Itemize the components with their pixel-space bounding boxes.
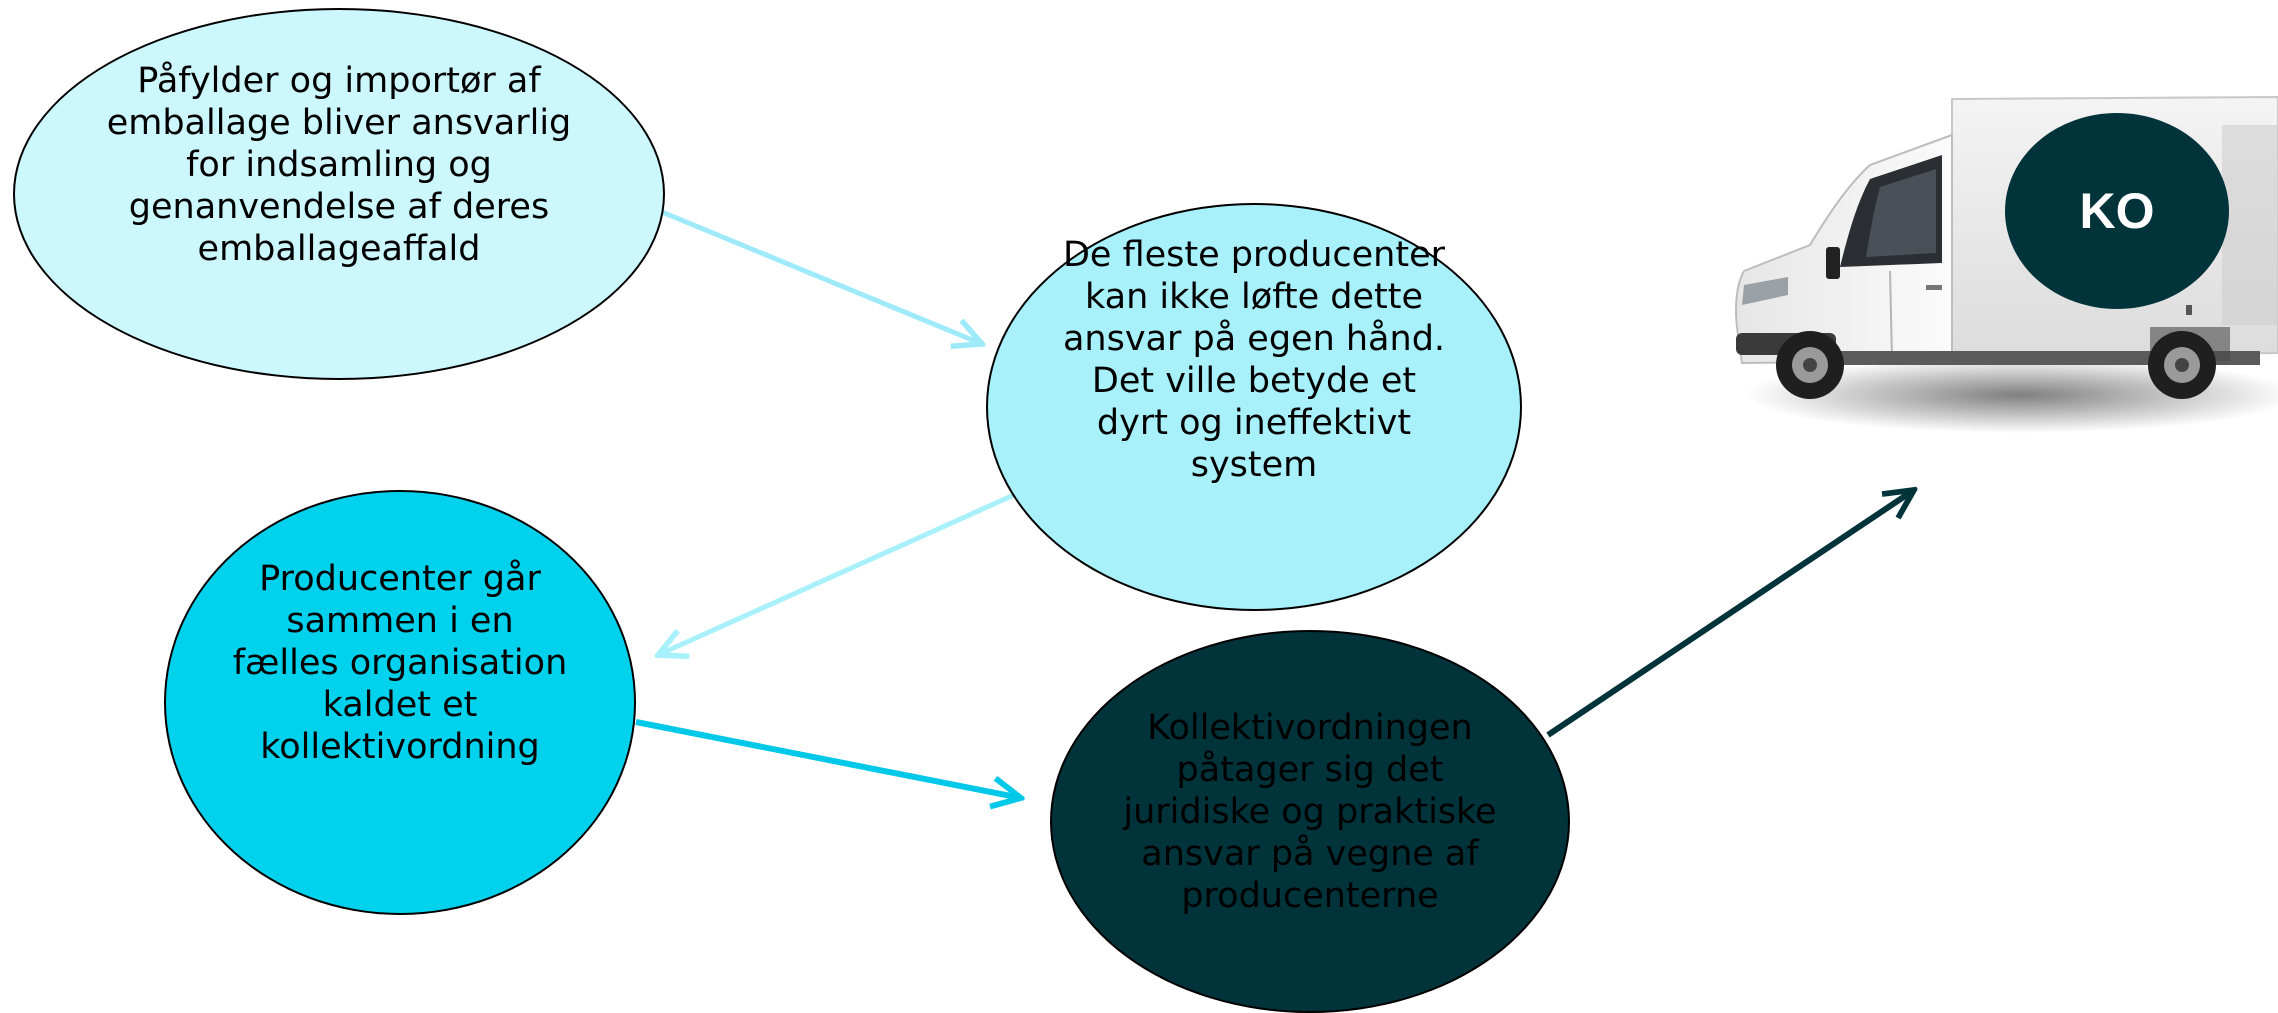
node-cannot-alone: De fleste producenter kan ikke løfte det… [986, 203, 1522, 611]
ko-badge-label: KO [2079, 183, 2155, 239]
ko-badge: KO [2005, 113, 2229, 309]
node-text: Kollektivordningen påtager sig det jurid… [1123, 707, 1497, 916]
node-producer-responsibility: Påfylder og importør af emballage bliver… [13, 8, 665, 380]
arrow-n4-to-truck [1546, 490, 1914, 738]
arrow-n2-to-n3 [658, 491, 1018, 655]
arrow-n1-to-n2 [661, 209, 982, 344]
node-join-collective: Producenter går sammen i en fælles organ… [164, 490, 636, 915]
node-text: Producenter går sammen i en fælles organ… [232, 558, 568, 767]
node-text: Påfylder og importør af emballage bliver… [106, 61, 572, 269]
arrow-n3-to-n4 [635, 719, 1021, 798]
node-text: De fleste producenter kan ikke løfte det… [1062, 234, 1446, 485]
node-collective-takes-responsibility: Kollektivordningen påtager sig det jurid… [1050, 630, 1570, 1013]
